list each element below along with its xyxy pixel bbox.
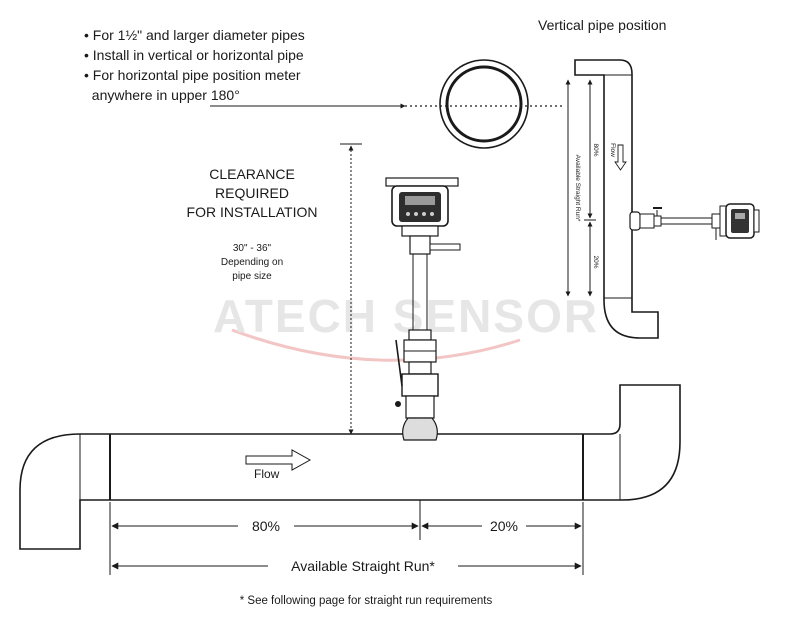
vertical-pipe-title: Vertical pipe position (538, 17, 666, 33)
clearance-detail: pipe size (232, 271, 272, 282)
vertical-pipe (574, 59, 659, 339)
note-item: anywhere in upper 180° (84, 87, 240, 103)
flow-label: Flow (254, 467, 280, 481)
vertical-20-label: 20% (592, 255, 599, 268)
clearance-detail: 30" - 36" (233, 243, 272, 254)
flow-meter (385, 177, 461, 441)
run-20-label: 20% (490, 518, 518, 534)
clearance-line: CLEARANCE (209, 166, 295, 182)
clearance-line: REQUIRED (215, 185, 289, 201)
clearance-dimension (340, 143, 362, 435)
notes-list: • For 1½" and larger diameter pipes • In… (84, 27, 305, 103)
watermark-text: ATECH SENSOR (213, 290, 599, 342)
clearance-detail: Depending on (221, 257, 283, 268)
note-item: • For 1½" and larger diameter pipes (84, 27, 305, 43)
vertical-run-label: Available Straight Run* (574, 155, 581, 222)
side-meter (629, 203, 760, 240)
clearance-text: CLEARANCE REQUIRED FOR INSTALLATION 30" … (187, 166, 318, 282)
horizontal-pipe (19, 384, 681, 550)
pipe-cross-section (439, 59, 529, 149)
vertical-flow-arrow: Flow (609, 143, 627, 171)
footnote: * See following page for straight run re… (240, 595, 493, 607)
run-dimensions: 80% 20% Available Straight Run* (109, 500, 584, 575)
flow-arrow: Flow (245, 449, 312, 481)
vertical-dimensions: Available Straight Run* 80% 20% (565, 79, 599, 297)
clearance-line: FOR INSTALLATION (187, 204, 318, 220)
run-label: Available Straight Run* (291, 558, 435, 574)
note-item: • Install in vertical or horizontal pipe (84, 47, 304, 63)
note-item: • For horizontal pipe position meter (84, 67, 301, 83)
run-80-label: 80% (252, 518, 280, 534)
watermark: ATECH SENSOR (213, 290, 599, 362)
vertical-80-label: 80% (592, 143, 599, 156)
vertical-flow-label: Flow (609, 143, 616, 157)
